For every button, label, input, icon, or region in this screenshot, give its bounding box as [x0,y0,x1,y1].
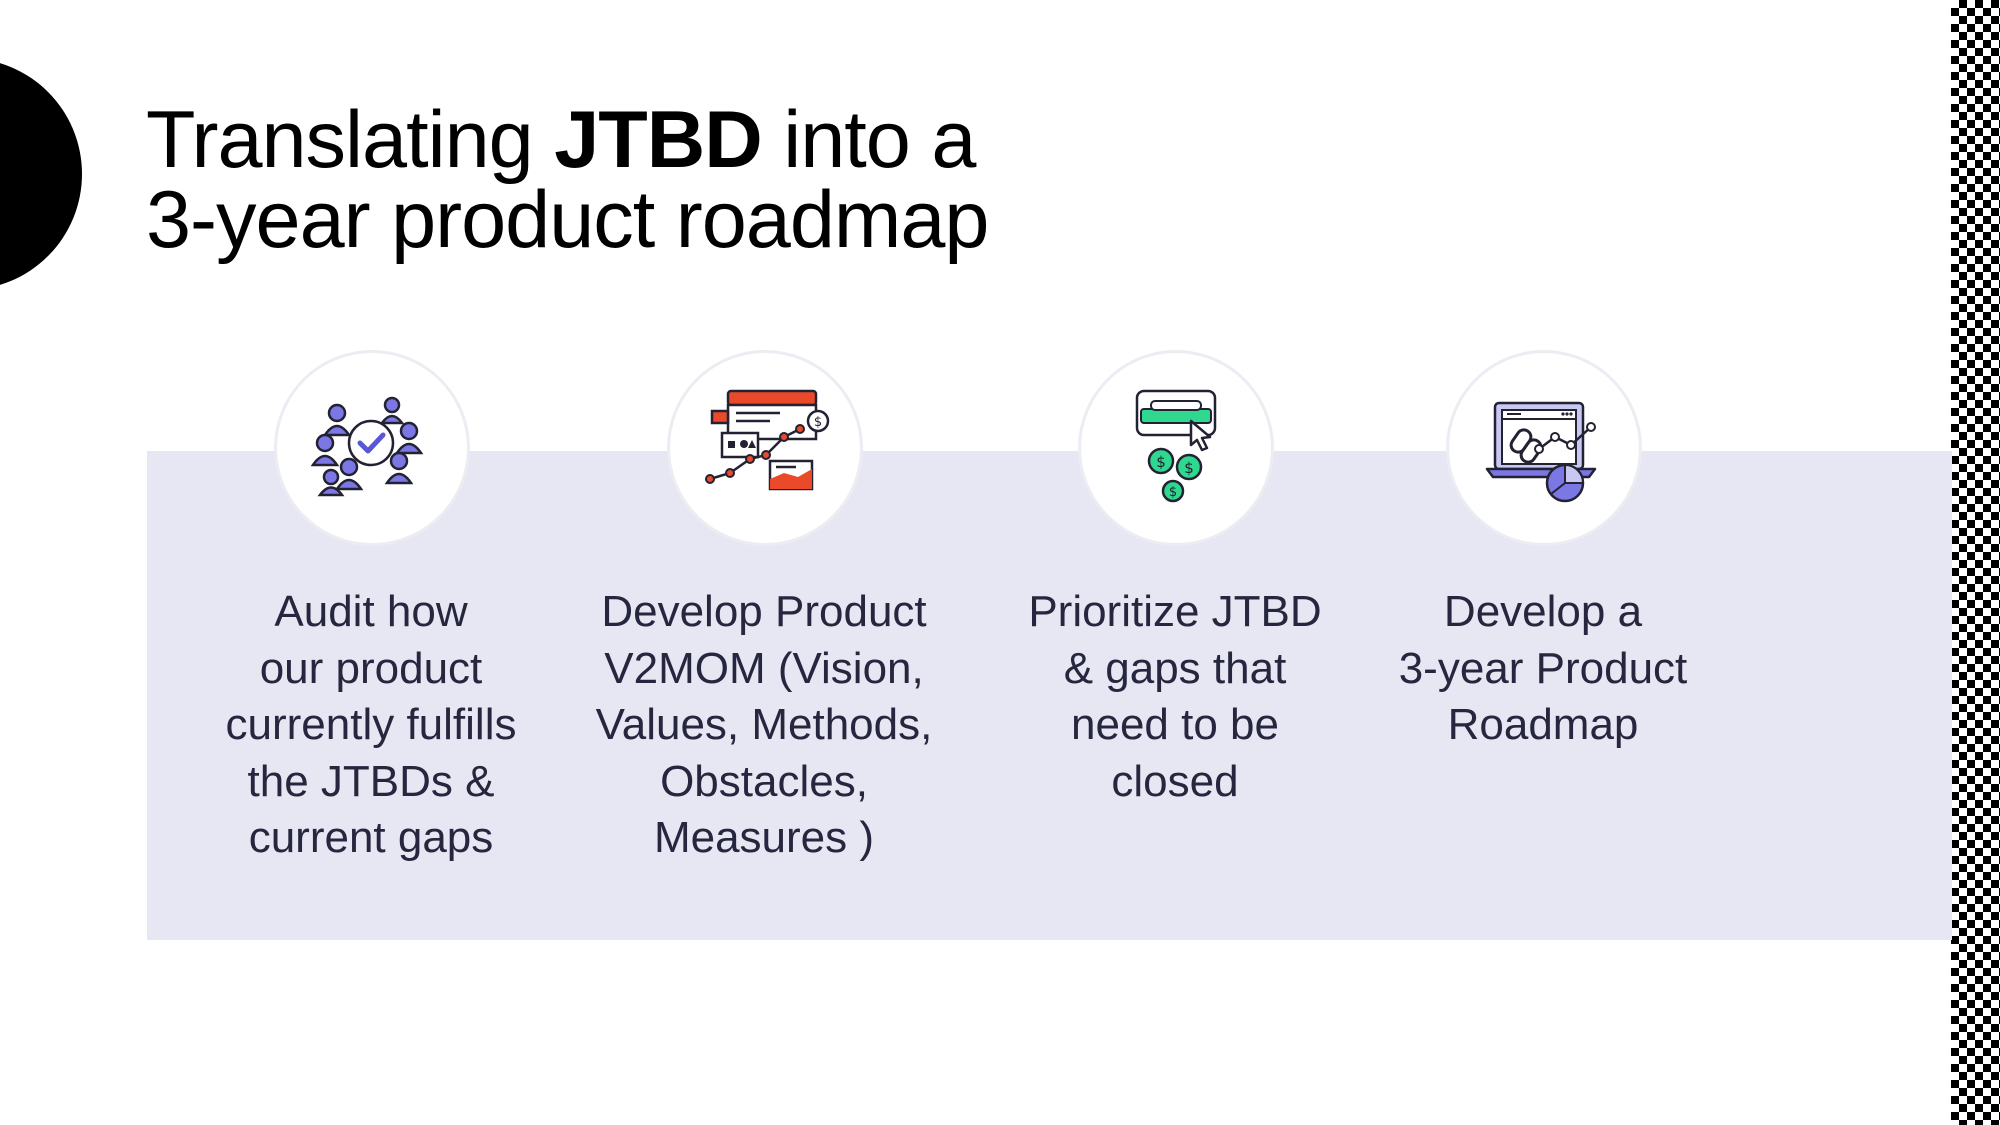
step-icon-circle: $ [667,350,863,546]
decorative-circle [0,58,82,290]
step-text: Develop a 3-year Product Roadmap [1398,587,1688,749]
steps-band [147,451,1952,940]
step-text: Audit how our product currently fulfills… [225,587,517,862]
title-suffix: into a [761,95,976,185]
people-check-icon [310,396,424,497]
step-icon-circle: $$$ [1078,350,1274,546]
step-icon-circle [274,350,470,546]
checkerboard-border [1951,0,2000,1125]
dashboard-growth-icon: $ [705,389,830,491]
step-text: Develop Product V2MOM (Vision, Values, M… [595,587,933,862]
svg-text:$: $ [1156,453,1166,471]
step-text: Prioritize JTBD & gaps that need to be c… [1028,587,1322,806]
title-prefix: Translating [146,95,555,185]
title-bold: JTBD [554,95,763,185]
svg-text:$: $ [1169,485,1177,500]
title-line2: 3-year product roadmap [146,175,989,265]
laptop-analytics-icon [1485,401,1597,503]
payment-click-icon: $$$ [1135,389,1217,503]
step-icon-circle [1446,350,1642,546]
svg-text:$: $ [814,415,822,430]
svg-text:$: $ [1184,459,1194,477]
